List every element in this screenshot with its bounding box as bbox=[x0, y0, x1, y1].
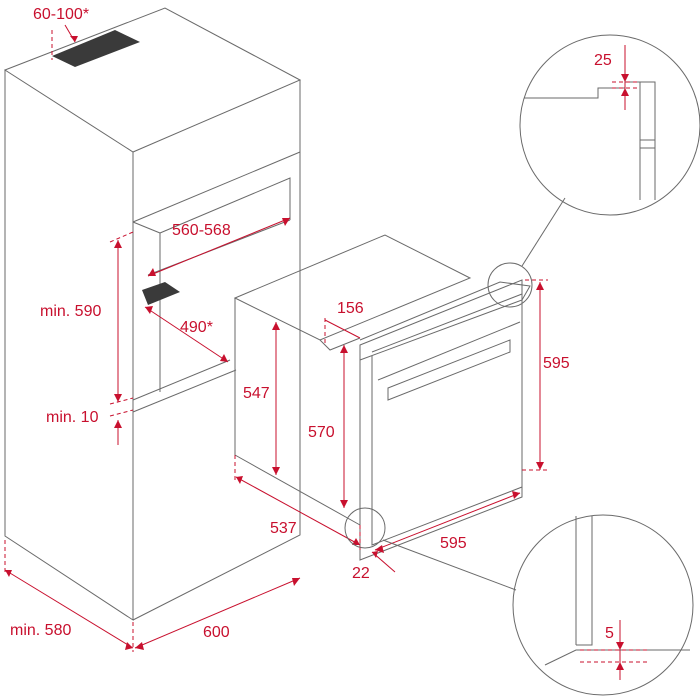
arrowhead bbox=[340, 345, 348, 353]
oven-front-rim bbox=[371, 293, 523, 353]
arrowhead bbox=[616, 662, 624, 670]
dim-oven-depth-line bbox=[235, 476, 361, 546]
detail-leader-top bbox=[521, 197, 566, 267]
dim-cabinet-width-line bbox=[147, 217, 291, 277]
arrowhead bbox=[145, 306, 153, 314]
dim-cabinet-height-top bbox=[109, 231, 134, 243]
label-oven-height: 595 bbox=[543, 355, 570, 372]
arrowhead bbox=[272, 467, 280, 475]
dim-vent-depth-line bbox=[144, 306, 229, 363]
cabinet-niche-lower bbox=[132, 359, 231, 401]
dimension-lines bbox=[4, 24, 548, 652]
label-oven-depth: 537 bbox=[270, 520, 297, 537]
arrowhead bbox=[352, 538, 360, 545]
detail-markers bbox=[344, 197, 566, 591]
cabinet-top bbox=[3, 7, 302, 153]
label-cabinet-height: min. 590 bbox=[40, 303, 101, 320]
label-vent-depth: 490* bbox=[180, 319, 213, 336]
dim-cabinet-gap-ext bbox=[109, 409, 134, 417]
dimension-labels: 60-100* min. 590 min. 10 560-568 490* mi… bbox=[10, 6, 614, 642]
detail-top bbox=[519, 34, 700, 216]
arrowhead bbox=[372, 551, 378, 558]
arrowhead bbox=[125, 642, 133, 650]
arrowhead bbox=[512, 491, 520, 499]
arrowhead bbox=[114, 240, 122, 248]
bottom-vent-slot bbox=[142, 282, 180, 305]
label-cabinet-gap: min. 10 bbox=[46, 409, 99, 426]
label-detail-top: 25 bbox=[594, 52, 612, 69]
label-vent-top: 60-100* bbox=[33, 6, 89, 23]
detail-marker-bottom bbox=[344, 507, 386, 549]
oven-top bbox=[233, 234, 472, 341]
label-oven-side-height: 547 bbox=[243, 385, 270, 402]
arrowhead bbox=[70, 36, 78, 42]
arrowhead bbox=[114, 394, 122, 402]
cabinet-front-right-edge bbox=[132, 80, 301, 621]
arrowhead bbox=[114, 420, 122, 428]
label-cabinet-width: 560-568 bbox=[172, 222, 231, 239]
detail-top-cabinet-edge bbox=[524, 87, 625, 99]
cabinet-niche-back bbox=[159, 177, 291, 234]
oven-side bbox=[234, 298, 361, 526]
top-vent-slot bbox=[52, 30, 140, 67]
arrowhead bbox=[340, 500, 348, 508]
arrowhead bbox=[621, 74, 629, 82]
arrowhead bbox=[282, 218, 290, 226]
label-oven-body-height: 570 bbox=[308, 424, 335, 441]
arrowhead bbox=[220, 354, 228, 362]
detail-bottom-door bbox=[576, 516, 593, 646]
detail-marker-top bbox=[487, 262, 533, 308]
arrowhead bbox=[375, 545, 384, 553]
detail-bottom-circle bbox=[512, 514, 694, 696]
label-detail-bottom: 5 bbox=[605, 625, 614, 642]
arrowhead bbox=[621, 88, 629, 96]
oven-control-panel bbox=[359, 281, 531, 361]
arrowhead bbox=[536, 462, 544, 470]
oven-front-frame bbox=[359, 279, 523, 561]
arrowhead bbox=[536, 282, 544, 290]
label-cabinet-depth: min. 580 bbox=[10, 622, 71, 639]
arrowhead bbox=[135, 642, 144, 650]
oven bbox=[233, 234, 531, 561]
oven-door-inner bbox=[377, 321, 521, 381]
cabinet-shelf bbox=[132, 369, 237, 413]
arrowhead bbox=[616, 642, 624, 650]
oven-top-step bbox=[319, 337, 361, 351]
detail-bottom bbox=[512, 514, 694, 696]
detail-bottom-shelf bbox=[544, 649, 690, 666]
label-oven-door: 22 bbox=[352, 565, 370, 582]
label-oven-recess: 156 bbox=[337, 300, 364, 317]
dim-cabinet-front-line bbox=[134, 577, 301, 649]
dim-oven-recess-line bbox=[324, 319, 361, 339]
detail-leader-bottom bbox=[382, 539, 517, 591]
arrowhead bbox=[5, 570, 12, 577]
detail-top-circle bbox=[519, 34, 700, 216]
label-cabinet-front-width: 600 bbox=[203, 624, 230, 641]
detail-top-door-gap bbox=[640, 139, 656, 149]
label-oven-width: 595 bbox=[440, 535, 467, 552]
arrowheads bbox=[5, 36, 544, 650]
dim-cabinet-depth-line bbox=[4, 569, 134, 649]
dim-oven-width-line bbox=[374, 492, 521, 551]
arrowhead bbox=[148, 268, 156, 276]
dim-cabinet-height-bottom bbox=[109, 397, 134, 405]
oven-handle bbox=[387, 339, 511, 401]
oven-door-outline bbox=[371, 356, 523, 546]
cabinet-left-side bbox=[4, 70, 134, 621]
arrowhead bbox=[272, 322, 280, 330]
arrowhead bbox=[236, 476, 243, 484]
cabinet-niche-upper bbox=[132, 151, 301, 223]
arrowhead bbox=[292, 578, 300, 586]
